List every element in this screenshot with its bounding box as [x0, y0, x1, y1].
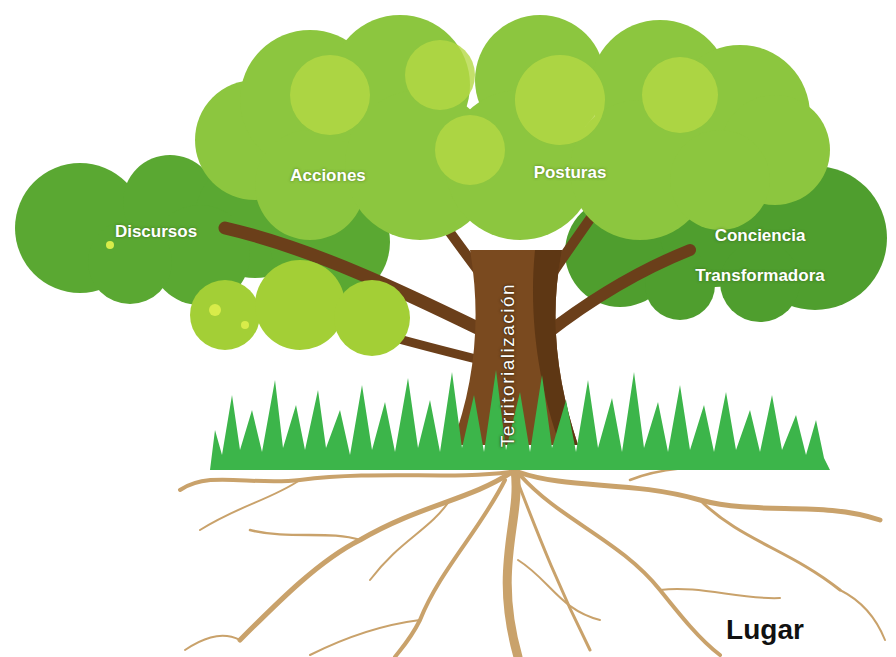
lower-canopy	[190, 260, 410, 356]
canopy-label: Conciencia Transformadora	[685, 216, 835, 296]
grass	[210, 370, 830, 470]
canopy-label: Posturas	[534, 163, 607, 183]
main-canopy	[195, 15, 830, 240]
canopy-highlights	[290, 40, 718, 185]
canopy-dots	[106, 241, 249, 329]
roots	[180, 462, 885, 657]
canopy-label: Discursos	[115, 222, 197, 242]
canopy-label: Acciones	[290, 166, 366, 186]
roots-label: Lugar	[722, 614, 808, 646]
trunk-label: Territorialización	[498, 283, 518, 447]
